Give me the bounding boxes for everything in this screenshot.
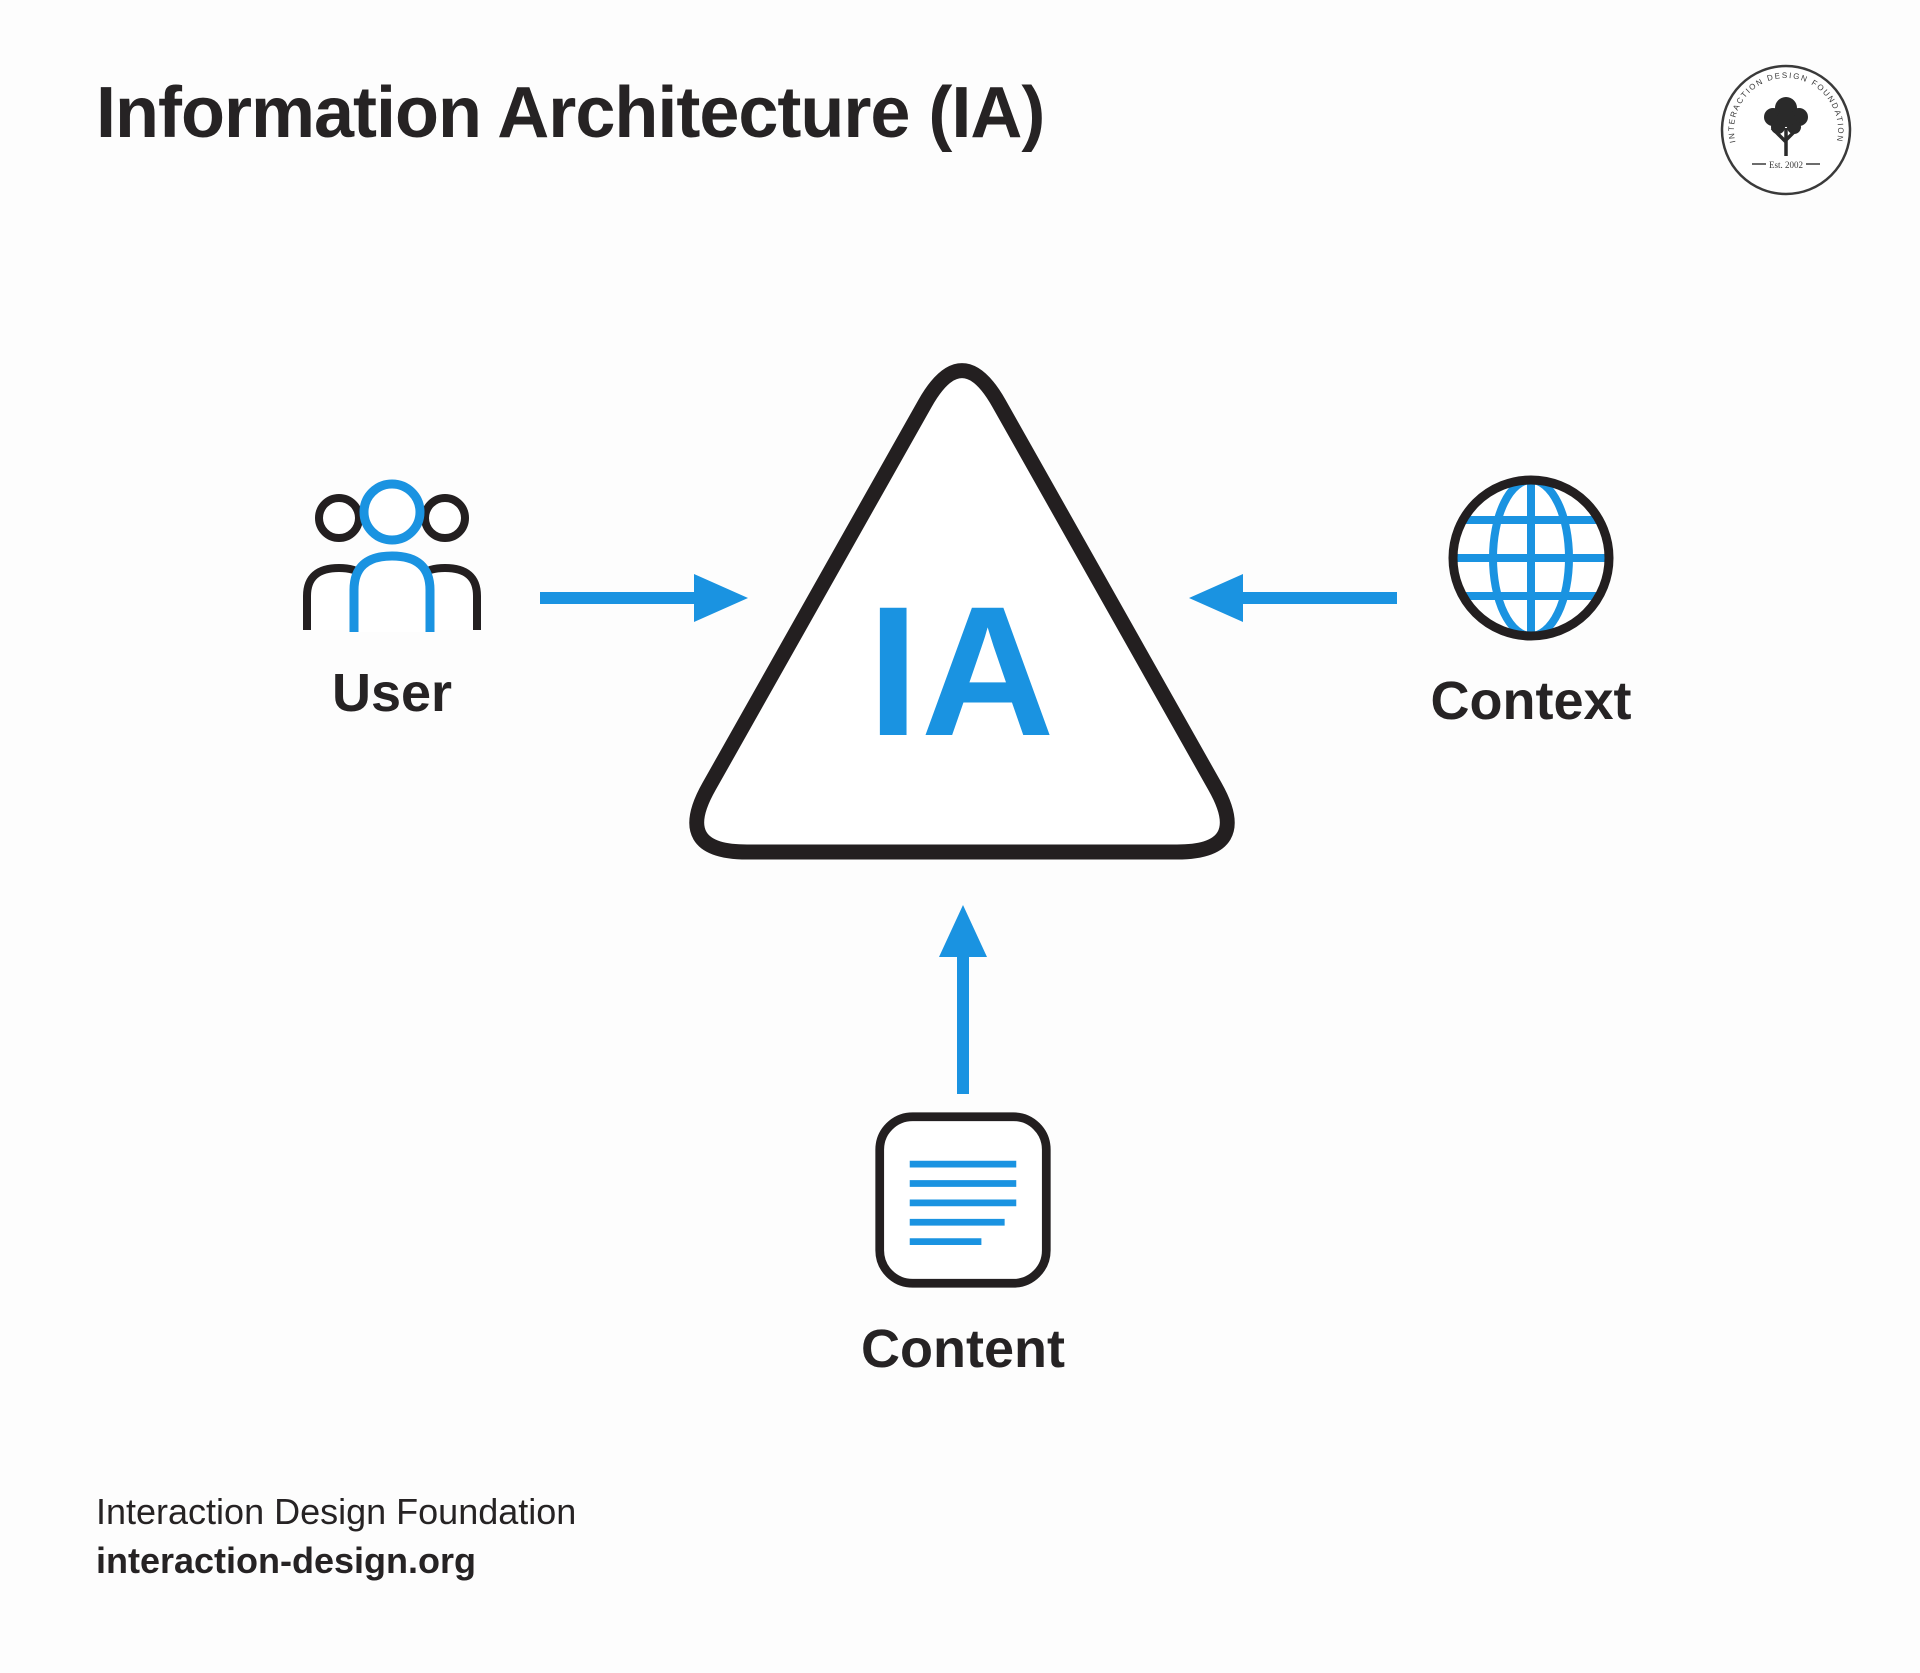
logo-est-text: Est. 2002 <box>1769 160 1803 170</box>
idf-logo-stamp: INTERACTION DESIGN FOUNDATION Est. 2002 <box>1720 64 1852 196</box>
ia-triangle <box>689 363 1235 860</box>
footer-url: interaction-design.org <box>96 1539 477 1581</box>
ia-label: IA <box>867 569 1057 775</box>
document-icon <box>875 1112 1051 1288</box>
user-label: User <box>331 663 453 723</box>
ia-triangle-group: IA <box>652 322 1272 870</box>
node-content: Content <box>853 1108 1073 1380</box>
globe-icon <box>1448 475 1614 641</box>
page-title: Information Architecture (IA) <box>96 73 1045 153</box>
arrow-user-to-ia <box>536 568 751 633</box>
node-context: Context <box>1421 468 1641 732</box>
arrow-content-to-ia <box>933 903 993 1103</box>
logo-tree-icon <box>1764 97 1808 156</box>
idf-logo: INTERACTION DESIGN FOUNDATION Est. 2002 <box>1716 60 1856 200</box>
node-user: User <box>282 470 502 724</box>
footer: Interaction Design Foundation interactio… <box>96 1488 576 1585</box>
content-label: Content <box>861 1319 1065 1379</box>
users-icon <box>303 479 481 632</box>
context-label: Context <box>1430 671 1632 731</box>
footer-org: Interaction Design Foundation <box>96 1491 577 1532</box>
arrow-context-to-ia <box>1186 568 1401 633</box>
